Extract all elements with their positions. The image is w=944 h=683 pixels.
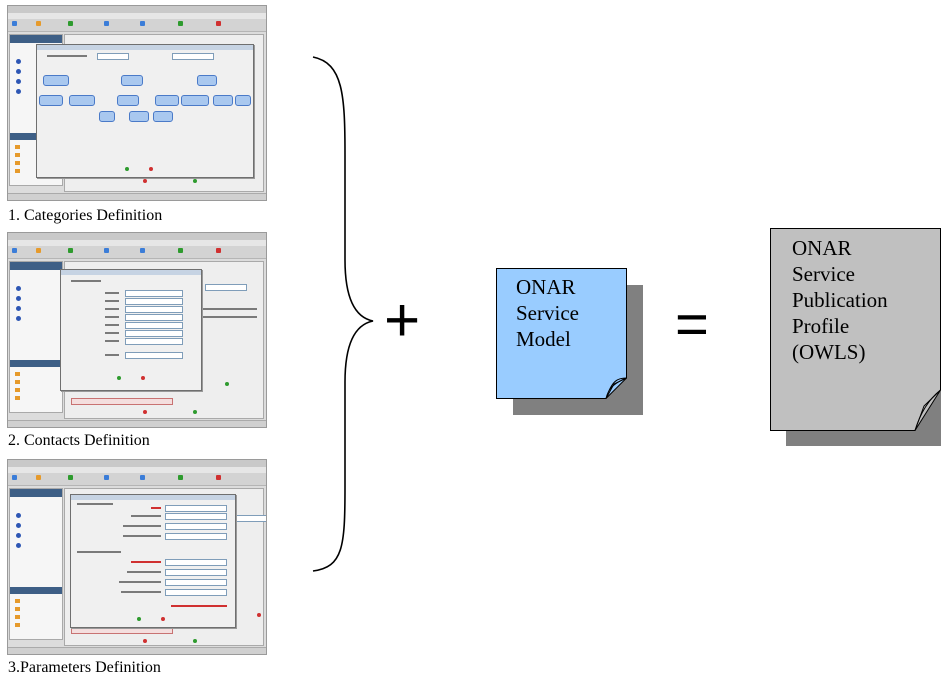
caption-contacts: 2. Contacts Definition <box>8 432 150 449</box>
explorer-panel <box>9 488 63 640</box>
equals-sign: = <box>675 292 709 357</box>
toolbar <box>8 473 266 486</box>
categories-dialog <box>36 44 254 178</box>
publication-profile-label: ONAR Service Publication Profile (OWLS) <box>792 236 888 364</box>
screenshot-categories <box>7 5 267 201</box>
curly-brace <box>312 56 374 572</box>
status-bar <box>8 420 266 427</box>
publication-profile-note <box>770 228 941 431</box>
plus-sign: + <box>384 286 421 355</box>
menu-bar <box>8 240 266 246</box>
menu-bar <box>8 467 266 473</box>
status-bar <box>8 647 266 654</box>
explorer-panel <box>9 261 63 413</box>
screenshot-parameters <box>7 459 267 655</box>
screenshot-contacts <box>7 232 267 428</box>
contacts-dialog <box>60 269 202 391</box>
caption-categories: 1. Categories Definition <box>8 207 163 224</box>
caption-parameters: 3.Parameters Definition <box>8 659 161 676</box>
service-model-label: ONAR Service Model <box>516 275 579 351</box>
menu-bar <box>8 13 266 19</box>
toolbar <box>8 246 266 259</box>
service-model-note <box>496 268 627 399</box>
parameters-dialog <box>70 494 236 628</box>
toolbar <box>8 19 266 32</box>
status-bar <box>8 193 266 200</box>
